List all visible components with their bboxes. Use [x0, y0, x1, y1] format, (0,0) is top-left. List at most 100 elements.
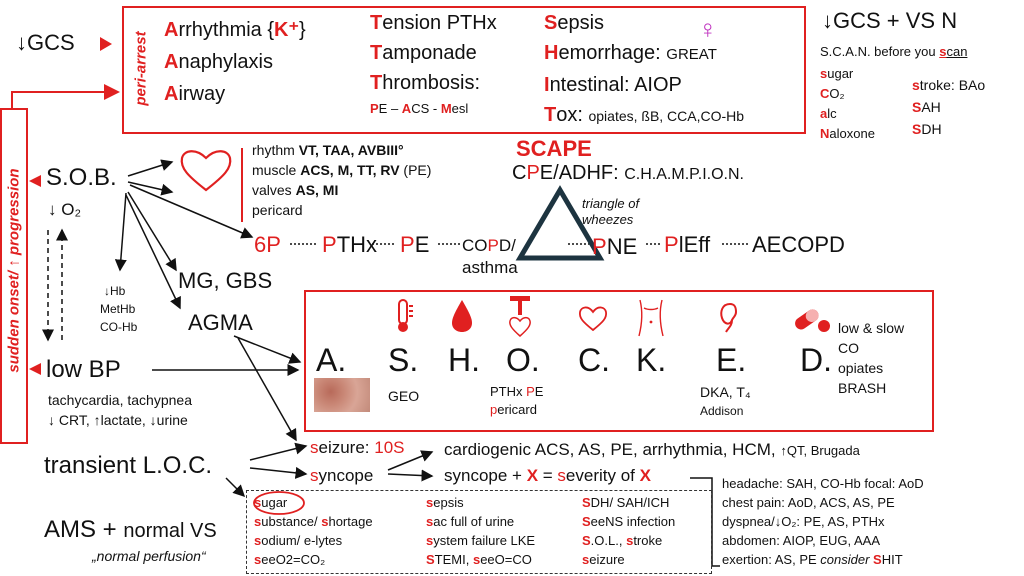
- chain-asthma: asthma: [462, 258, 518, 277]
- shock-letter-d: D.: [800, 342, 832, 378]
- o2-label: ↓ O₂: [48, 200, 82, 219]
- mg-gbs-label: MG, GBS: [178, 268, 273, 293]
- periarrest-hemorrhage: Hemorrhage: GREAT: [544, 42, 717, 64]
- periarrest-tension: Tension PTHx: [370, 12, 497, 34]
- severity-line: syncope + X = severity of X: [444, 466, 651, 485]
- periarrest-thrombosis-sub: PE – ACS - Mesl: [370, 101, 469, 116]
- scape-title: SCAPE: [516, 136, 592, 161]
- ams-sugar: sugar: [254, 495, 288, 510]
- shock-s-note: GEO: [388, 388, 420, 404]
- ams-sub: „normal perfusion“: [92, 548, 206, 564]
- heart-pericard: pericard: [252, 202, 303, 218]
- heart-rhythm: rhythm VT, TAA, AVBIII°: [252, 142, 404, 158]
- heart-icon: [180, 150, 232, 192]
- severity-exertion: exertion: AS, PE consider SHIT: [722, 552, 903, 567]
- cpe-line: CPE/ADHF: C.H.A.M.P.I.O.N.: [512, 162, 744, 184]
- gcsvs-sdh: SDH: [912, 121, 942, 137]
- periarrest-col1: Arrhythmia {K⁺} Anaphylaxis Airway: [164, 14, 306, 110]
- shock-e-note2: Addison: [700, 404, 744, 418]
- chain-aecopd: AECOPD: [752, 232, 845, 257]
- thermometer-icon: [398, 299, 413, 332]
- gcsvs-naloxone: Naloxone: [820, 126, 875, 141]
- chain-pne: PNE: [592, 234, 638, 259]
- ams-label-a: AMS +: [44, 516, 124, 543]
- gcsvs-sah: SAH: [912, 99, 941, 115]
- lowbp-label: low BP: [46, 356, 121, 383]
- ams-label: AMS + normal VS: [44, 516, 217, 544]
- heart-muscle: muscle ACS, M, TT, RV (PE): [252, 162, 432, 178]
- chain-pleff: PlEff: [664, 232, 711, 257]
- ams-label-b: normal VS: [123, 520, 217, 542]
- methb-label: MetHb: [100, 302, 136, 316]
- shock-letter-e: E.: [716, 342, 747, 378]
- ams-system-failure: system failure LKE: [426, 533, 536, 548]
- periarrest-intestinal: Intestinal: AIOP: [544, 74, 682, 96]
- shock-box: [304, 290, 934, 432]
- ams-col2: sepsis sac full of urine system failure …: [426, 493, 535, 569]
- gcs-label: ↓GCS: [16, 30, 75, 55]
- shock-o-note1: PTHx PE: [490, 384, 544, 399]
- shock-d-notes: low & slow CO opiates BRASH: [838, 320, 905, 396]
- female-icon: ♀: [698, 14, 718, 44]
- gcsvs-co2: CO₂: [820, 86, 845, 101]
- periarrest-airway: Airway: [164, 83, 226, 105]
- gcsvs-sugar: sugar: [820, 66, 854, 81]
- chain-pe: PE: [400, 232, 430, 257]
- periarrest-arrhythmia: Arrhythmia {K⁺}: [164, 19, 306, 41]
- periarrest-anaphylaxis: Anaphylaxis: [164, 51, 273, 73]
- ams-stemi: STEMI, seeO=CO: [426, 552, 532, 567]
- gcsvs-scan: S.C.A.N. before you scan: [820, 44, 968, 59]
- ams-box: [246, 490, 712, 574]
- periarrest-thrombosis: Thrombosis:: [370, 72, 481, 94]
- periarrest-sepsis: Sepsis: [544, 12, 605, 34]
- triangle-note: triangle of wheezes: [582, 196, 640, 227]
- sob-label: S.O.B.: [46, 164, 117, 191]
- syncope-label: syncope: [310, 466, 374, 485]
- side-banner: [0, 108, 28, 444]
- ams-urine: sac full of urine: [426, 514, 515, 529]
- gcsvs-alc: alc: [820, 106, 837, 121]
- gcsvs-title: ↓GCS + VS N: [822, 8, 958, 33]
- ams-sdh: SDH/ SAH/ICH: [582, 495, 670, 510]
- chain-pthx: PTHx: [322, 232, 378, 257]
- periarrest-col3: Sepsis Hemorrhage: GREAT Intestinal: AIO…: [544, 8, 744, 131]
- shock-letter-s: S.: [388, 342, 419, 378]
- ams-seeo2: seeO2=CO₂: [254, 552, 326, 567]
- gcsvs-stroke: stroke: BAo: [912, 77, 986, 93]
- ams-sol: S.O.L., stroke: [582, 533, 663, 548]
- blood-drop-icon: [452, 300, 472, 332]
- chain-6p: 6P: [254, 232, 281, 257]
- cohb-label: CO-Hb: [100, 320, 138, 334]
- shock-e-note1: DKA, T₄: [700, 384, 751, 400]
- pills-icon: [795, 309, 830, 332]
- heart-causes: rhythm VT, TAA, AVBIII° muscle ACS, M, T…: [252, 140, 431, 220]
- periarrest-col2: Tension PTHx Tamponade Thrombosis: PE – …: [370, 8, 497, 120]
- shock-letter-a: A.: [316, 342, 347, 378]
- ams-col3: SDH/ SAH/ICH SeeNS infection S.O.L., str…: [582, 493, 675, 569]
- periarrest-label: peri-arrest: [132, 31, 150, 106]
- kidney-icon: [720, 302, 738, 333]
- skin-rash-image: [314, 378, 370, 412]
- gcsvs-left-list: sugar CO₂ alc Naloxone: [820, 64, 875, 144]
- cardiac-heart-icon: [578, 306, 608, 332]
- ams-seizure: seizure: [582, 552, 625, 567]
- ams-substance: substance/ shortage: [254, 514, 373, 529]
- cardiogenic-line: cardiogenic ACS, AS, PE, arrhythmia, HCM…: [444, 440, 860, 459]
- periarrest-box: [122, 6, 806, 134]
- ams-col1: sugar substance/ shortage sodium/ e-lyte…: [254, 493, 373, 569]
- shock-letter-c: C.: [578, 342, 610, 378]
- shock-letter-k: K.: [636, 342, 667, 378]
- ams-sepsis: sepsis: [426, 495, 464, 510]
- heart-valves: valves AS, MI: [252, 182, 339, 198]
- ams-seens: SeeNS infection: [582, 514, 676, 529]
- seizure-label: seizure: 10S: [310, 438, 405, 457]
- lowbp-sub2: ↓ CRT, ↑lactate, ↓urine: [48, 412, 188, 428]
- agma-label: AGMA: [188, 310, 253, 335]
- gcsvs-right-list: stroke: BAo SAH SDH: [912, 74, 985, 140]
- periarrest-tox: Tox: opiates, ßB, CCA,CO-Hb: [544, 104, 745, 126]
- side-banner-text: sudden onset/ ↑ progression: [5, 168, 23, 373]
- hb-label: ↓Hb: [104, 284, 126, 298]
- shock-o-note2: pericard: [490, 402, 537, 417]
- chain-copd: COPD/: [462, 236, 516, 255]
- tloc-label: transient L.O.C.: [44, 452, 213, 479]
